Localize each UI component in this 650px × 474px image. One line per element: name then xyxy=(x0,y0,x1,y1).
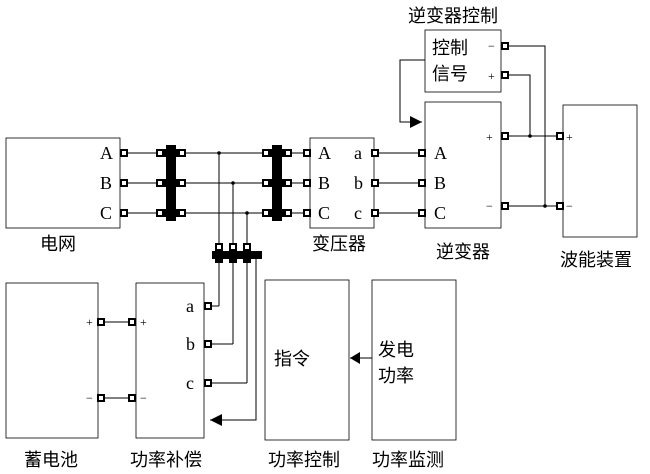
inverter-plus: + xyxy=(486,130,493,144)
power-compensation-block[interactable]: + − a b c 功率补偿 xyxy=(130,282,205,470)
inverter-control-caption: 逆变器控制 xyxy=(408,6,498,26)
transformer-caption: 变压器 xyxy=(312,234,366,254)
battery-block[interactable]: + − 蓄电池 xyxy=(5,282,99,470)
junction-dots xyxy=(217,134,547,215)
wave-device-plus: + xyxy=(566,130,573,144)
battery-minus: − xyxy=(86,391,93,405)
transformer-port-a-out: a xyxy=(354,143,362,163)
transformer-port-b-out: b xyxy=(354,173,363,193)
inverter-port-c: C xyxy=(434,203,446,223)
bus-bar-2 xyxy=(268,145,286,221)
transformer-port-c-in: C xyxy=(318,203,330,223)
transformer-block[interactable]: A B C a b c 变压器 xyxy=(309,137,375,254)
arrowheads xyxy=(210,116,422,426)
battery-caption: 蓄电池 xyxy=(24,450,78,470)
compensation-port-c: c xyxy=(186,373,194,393)
bus-bar-3 xyxy=(212,245,262,263)
inverter-control-line2: 信号 xyxy=(432,64,468,84)
inverter-port-b: B xyxy=(434,173,446,193)
wave-device-minus: − xyxy=(566,199,573,213)
power-control-block[interactable]: 指令 功率控制 xyxy=(264,279,350,470)
inverter-caption: 逆变器 xyxy=(436,242,490,262)
bus-bar-1 xyxy=(162,145,180,221)
inverter-control-block[interactable]: 逆变器控制 控制 信号 − + xyxy=(408,6,502,93)
power-monitor-line2: 功率 xyxy=(378,366,414,386)
transformer-port-b-in: B xyxy=(318,173,330,193)
power-monitor-line1: 发电 xyxy=(378,340,414,360)
transformer-port-a-in: A xyxy=(318,143,331,163)
grid-port-c: C xyxy=(100,203,112,223)
grid-caption: 电网 xyxy=(40,234,76,254)
inverter-control-minus: − xyxy=(488,39,495,53)
power-control-label: 指令 xyxy=(274,349,310,369)
wave-device-block[interactable]: + − 波能装置 xyxy=(560,104,638,270)
power-monitor-caption: 功率监测 xyxy=(372,450,444,470)
compensation-minus: − xyxy=(140,391,147,405)
grid-port-b: B xyxy=(100,173,112,193)
compensation-plus: + xyxy=(140,315,147,329)
grid-block[interactable]: A B C 电网 xyxy=(5,137,121,254)
grid-port-a: A xyxy=(100,143,113,163)
inverter-control-line1: 控制 xyxy=(432,38,468,58)
inverter-minus: − xyxy=(486,199,493,213)
transformer-port-c-out: c xyxy=(354,203,362,223)
compensation-port-a: a xyxy=(186,296,194,316)
wave-device-caption: 波能装置 xyxy=(560,250,632,270)
port-squares xyxy=(97,42,564,402)
compensation-caption: 功率补偿 xyxy=(130,450,202,470)
power-control-caption: 功率控制 xyxy=(268,450,340,470)
battery-plus: + xyxy=(86,315,93,329)
compensation-port-b: b xyxy=(186,334,195,354)
power-monitor-block[interactable]: 发电 功率 功率监测 xyxy=(371,279,457,470)
inverter-block[interactable]: A B C + − 逆变器 xyxy=(424,101,502,262)
inverter-port-a: A xyxy=(434,143,447,163)
inverter-control-plus: + xyxy=(488,69,495,83)
